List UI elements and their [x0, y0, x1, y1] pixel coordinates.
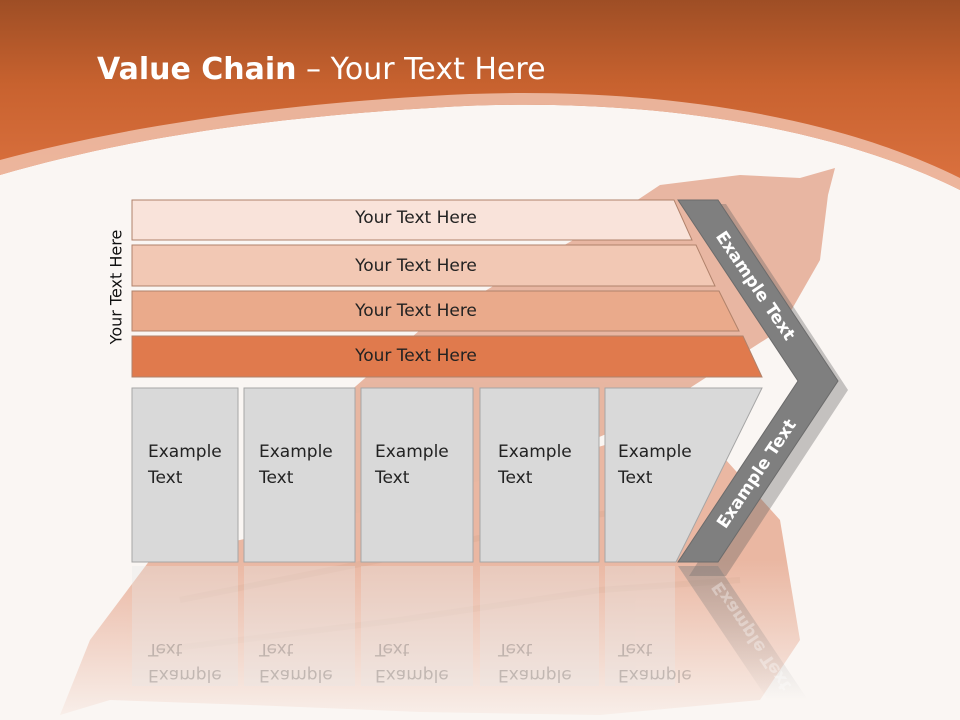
support-activity-rows [131, 199, 763, 378]
box-text-1-line2: Text [148, 468, 183, 488]
title-rest: – Your Text Here [296, 52, 546, 87]
chevron-reflection [678, 566, 808, 700]
side-label-text: Your Text Here [106, 229, 126, 345]
row-label-1: Your Text Here [355, 208, 477, 228]
box-reflection-1: Example Text [148, 636, 222, 688]
box-reflection-3: Example Text [375, 636, 449, 688]
box-reflection-4: Example Text [498, 636, 572, 688]
box-text-4-line2: Text [498, 468, 533, 488]
row-bar-2 [131, 244, 716, 287]
row-bar-4 [131, 335, 763, 378]
box-text-2-line2: Text [259, 468, 294, 488]
row-label-4: Your Text Here [355, 346, 477, 366]
page-title: Value Chain – Your Text Here [97, 52, 546, 87]
box-reflection-3-line2: Text [375, 639, 410, 659]
box-reflection-5: Example Text [618, 636, 692, 688]
activity-box-5 [604, 387, 763, 563]
box-reflection-5-line1: Example [618, 665, 692, 685]
box-reflection-2-line2: Text [259, 639, 294, 659]
box-reflection-1-line2: Text [148, 639, 183, 659]
row-bar-1 [131, 199, 693, 241]
box-reflection-4-line1: Example [498, 665, 572, 685]
row-label-2: Your Text Here [355, 256, 477, 276]
box-text-1-line1: Example [148, 442, 222, 462]
activity-box-1 [131, 387, 239, 563]
title-bold: Value Chain [97, 52, 297, 87]
box-text-5-line1: Example [618, 442, 692, 462]
margin-chevron [677, 199, 848, 700]
box-text-3-line1: Example [375, 442, 449, 462]
box-reflection-4-line2: Text [498, 639, 533, 659]
activity-box-3 [360, 387, 474, 563]
box-reflection-2-line1: Example [259, 665, 333, 685]
primary-activity-boxes [131, 387, 763, 563]
activity-box-4 [479, 387, 600, 563]
box-reflection-1-line1: Example [148, 665, 222, 685]
box-text-4-line1: Example [498, 442, 572, 462]
row-bar-3 [131, 290, 740, 332]
box-text-3-line2: Text [375, 468, 410, 488]
activity-box-2 [243, 387, 356, 563]
box-reflection-3-line1: Example [375, 665, 449, 685]
box-reflection-5-line2: Text [618, 639, 653, 659]
box-reflection-2: Example Text [259, 636, 333, 688]
row-label-3: Your Text Here [355, 301, 477, 321]
header-band [0, 0, 960, 190]
box-text-2-line1: Example [259, 442, 333, 462]
chevron-arrow [677, 199, 839, 563]
box-text-5-line2: Text [618, 468, 653, 488]
boxes-reflection [132, 566, 675, 686]
